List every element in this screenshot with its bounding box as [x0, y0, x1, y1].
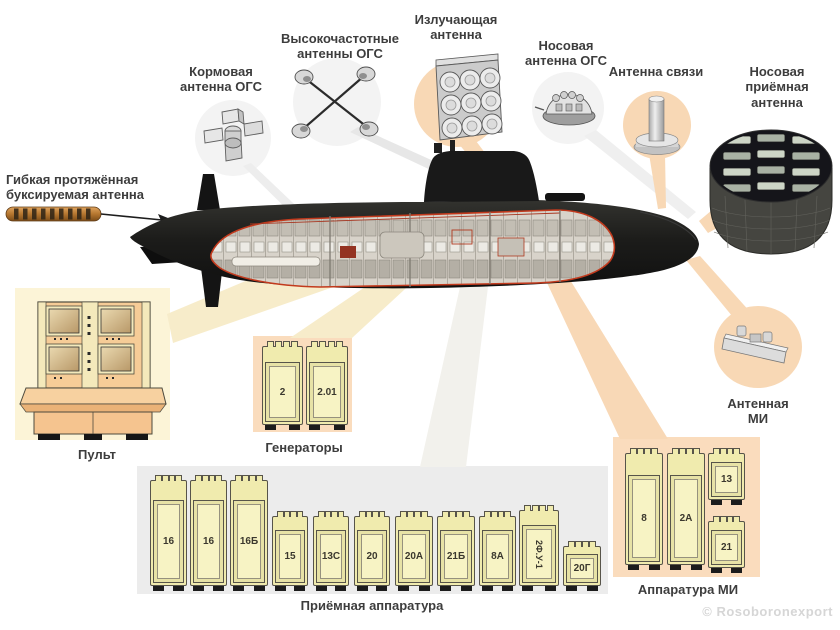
label-towed-antenna: Гибкая протяжённая буксируемая антенна: [6, 172, 145, 203]
receiving-equipment-panel: 16 16 16Б 15 13С 20 20А 21Б 8А 2Ф.У-1 20Г: [137, 466, 608, 594]
equipment-cabinet: 2Ф.У-1: [519, 505, 559, 591]
bow-ogs-antenna-halo: [532, 72, 604, 144]
cabinet-label: 8А: [491, 551, 504, 562]
cutaway-machinery: [231, 210, 561, 287]
cabinet-label: 21: [720, 542, 733, 553]
cabinet-label: 16Б: [239, 536, 259, 547]
cabinet-label: 2Ф.У-1: [534, 539, 544, 569]
antenna-mi-halo: [714, 306, 802, 388]
cabinet-label: 2.01: [317, 386, 337, 398]
radiating-antenna-halo: [414, 61, 500, 147]
equipment-cabinet: 2А: [667, 448, 705, 570]
cabinet-label: 2А: [679, 513, 693, 524]
aft-ogs-antenna-halo: [195, 100, 271, 176]
label-radiating-antenna: Излучающая антенна: [414, 12, 498, 43]
label-aft-ogs-antenna: Кормовая антенна ОГС: [180, 64, 262, 95]
cabinet-label: 2: [279, 386, 286, 398]
equipment-cabinet: 13С: [313, 511, 349, 591]
label-console: Пульт: [78, 447, 116, 462]
equipment-cabinet: 8: [625, 448, 663, 570]
comm-antenna-halo: [623, 91, 691, 159]
cabinet-label: 20: [366, 551, 378, 562]
cabinet-label: 13С: [321, 551, 341, 562]
cabinet-label: 15: [284, 551, 296, 562]
equipment-cabinet: 21Б: [437, 511, 475, 591]
label-bow-ogs-antenna: Носовая антенна ОГС: [525, 38, 607, 69]
equipment-cabinet: 16Б: [230, 475, 268, 591]
cabinet-label: 21Б: [446, 551, 466, 562]
towed-antenna-icon: [5, 206, 173, 227]
cabinet-label: 8: [641, 513, 647, 524]
equipment-cabinet: 2: [262, 341, 303, 430]
label-equipment-mi: Аппаратура МИ: [637, 582, 739, 597]
equipment-cabinet: 16: [150, 475, 187, 591]
label-comm-antenna: Антенна связи: [608, 64, 704, 79]
cabinet-label: 13: [720, 474, 733, 485]
cabinet-label: 16: [202, 536, 215, 547]
equipment-mi-panel: 8 2А 13 21: [613, 437, 760, 577]
bow-receiving-antenna-icon: [709, 129, 833, 255]
console-panel: [15, 288, 170, 440]
label-bow-receiving-antenna: Носовая приёмная антенна: [745, 64, 809, 110]
hf-ogs-antennas-halo: [293, 58, 381, 146]
label-antenna-mi: Антенная МИ: [727, 396, 789, 427]
label-receiving-equipment: Приёмная аппаратура: [300, 598, 444, 613]
equipment-cabinet: 20Г: [563, 541, 601, 591]
equipment-cabinet: 16: [190, 475, 227, 591]
cabinet-label: 20Г: [573, 563, 591, 574]
label-hf-ogs-antennas: Высокочастотные антенны ОГС: [281, 31, 399, 62]
equipment-cabinet: 13: [708, 448, 745, 505]
watermark: © Rosoboronexport: [702, 604, 833, 619]
cabinet-label: 16: [162, 536, 175, 547]
label-generators: Генераторы: [265, 440, 343, 455]
equipment-cabinet: 21: [708, 516, 745, 573]
equipment-cabinet: 20: [354, 511, 390, 591]
equipment-cabinet: 15: [272, 511, 308, 591]
equipment-cabinet: 2.01: [306, 341, 348, 430]
equipment-cabinet: 8А: [479, 511, 516, 591]
cabinet-label: 20А: [404, 551, 424, 562]
equipment-cabinet: 20А: [395, 511, 433, 591]
